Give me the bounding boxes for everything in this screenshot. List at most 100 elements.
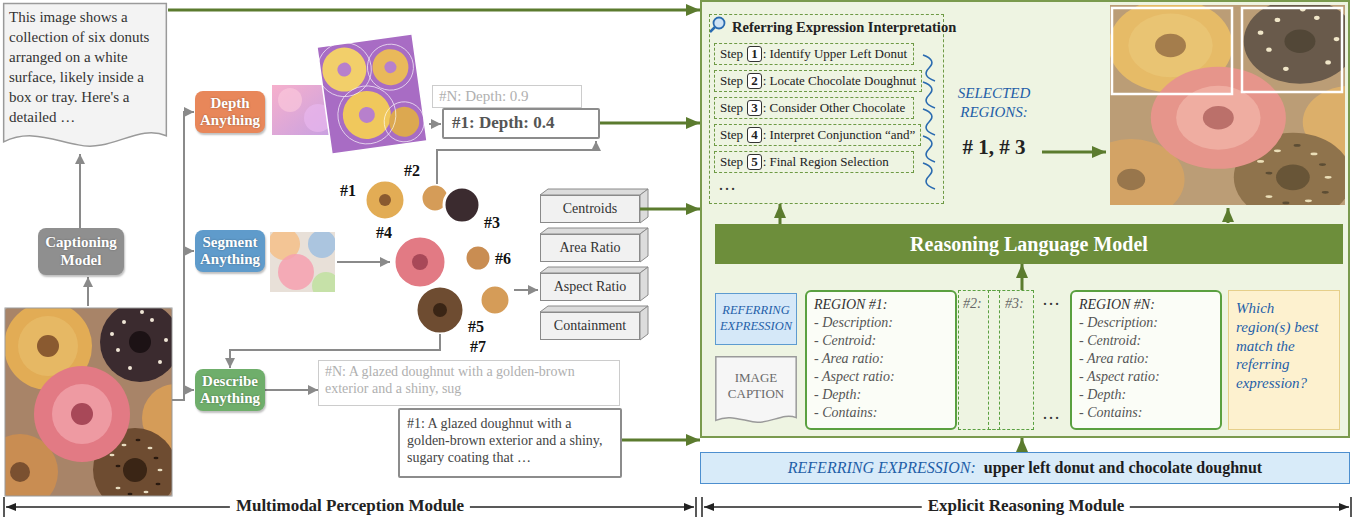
flow-line (87, 277, 89, 306)
feature-box: Containment (540, 312, 640, 340)
depth-contour-map (358, 106, 376, 124)
segment-map (270, 232, 335, 292)
region-box-text: - Description: (814, 314, 948, 332)
step-box-text: Step (720, 127, 743, 143)
region-box-text: - Aspect ratio: (814, 368, 948, 386)
magnifier-icon (710, 18, 725, 33)
feature-box-text: Aspect Ratio (554, 279, 627, 295)
feature-box: Aspect Ratio (540, 273, 640, 301)
step-box-text: 4 (747, 127, 762, 143)
step-box-text: Step (720, 73, 743, 89)
step-box: Step1: Identify Upper Left Donut (714, 43, 914, 65)
mask-cutouts (416, 286, 464, 334)
input-document-text: IMAGE CAPTION (719, 370, 793, 403)
depth-contour-map (387, 105, 421, 139)
model-bar-text: Reasoning Language Model (910, 233, 1148, 256)
step-box: Step5: Final Region Selection (714, 151, 914, 173)
connector-arrow (79, 154, 81, 228)
flow-arrow (1227, 208, 1230, 223)
connector-arrow (168, 9, 700, 12)
callout-number: #1 (340, 182, 356, 200)
box-face (540, 189, 648, 340)
model-box: Depth Anything (195, 91, 265, 133)
depth-card: #N: Depth: 0.9 (432, 85, 582, 108)
ellipsis: … (1042, 290, 1060, 310)
depth-contour-map (334, 82, 400, 148)
module-bracket (701, 497, 703, 517)
segment-map (312, 272, 335, 292)
model-bar: Reasoning Language Model (715, 224, 1343, 264)
output-photo (1110, 5, 1345, 205)
model-box: Segment Anything (195, 230, 265, 272)
model-box-text: Describe Anything (197, 373, 263, 408)
flow-arrow (1042, 152, 1228, 223)
flow-line (429, 123, 441, 125)
flow-arrow (1042, 151, 1106, 154)
step-box-text: Step (720, 100, 743, 116)
callout-number: #2 (404, 162, 420, 180)
module-bracket (3, 497, 5, 517)
result-heading: SELECTED REGIONS: (950, 84, 1038, 122)
input-box-text: REFERRING EXPRESSION (719, 303, 793, 334)
step-box-text: 1 (747, 46, 762, 62)
step-box: Step3: Consider Other Chocolate (714, 97, 914, 119)
depth-contour-map (314, 39, 375, 100)
feature-box: Area Ratio (540, 234, 640, 262)
depth-card: #1: Depth: 0.4 (442, 108, 600, 139)
region-box-text: - Contains: (814, 404, 948, 422)
step-box-text: : Consider Other Chocolate (763, 100, 906, 116)
step-box-text: : Final Region Selection (763, 154, 889, 170)
region-box: REGION #1:- Description:- Centroid:- Are… (805, 290, 957, 430)
expression-bar-text: REFERRING EXPRESSION: (788, 459, 976, 477)
region-box: #3: (988, 290, 1034, 430)
mask-cutouts (412, 254, 428, 270)
model-box-text: Captioning Model (40, 234, 122, 269)
caption-document-text: This image shows a collection of six don… (9, 8, 161, 128)
step-box-text: : Interpret Conjunction “and” (763, 127, 916, 143)
selection-box (1112, 8, 1342, 94)
module-panel: Referring Expression InterpretationStep1… (700, 0, 1350, 438)
output-photo (1110, 5, 1345, 205)
step-box: Step2: Locate Chocolate Doughnut (714, 70, 922, 92)
output-photo (1110, 5, 1345, 205)
connector-arrow (640, 208, 700, 211)
feature-box-text: Centroids (563, 201, 617, 217)
mask-cutouts (444, 187, 480, 223)
mask-cutouts (379, 194, 391, 206)
feature-box-text: Area Ratio (559, 240, 620, 256)
depth-contour-map (336, 62, 352, 78)
connector-arrow (1021, 264, 1024, 290)
callout-number: #4 (376, 224, 392, 242)
step-box-text: Step (720, 46, 743, 62)
result-value: # 1, # 3 (948, 136, 1040, 159)
flow-line (172, 112, 194, 400)
document-outline (716, 357, 796, 423)
connector-arrow (600, 122, 700, 125)
region-box-text: - Area ratio: (1079, 350, 1213, 368)
question-box: Which region(s) best match the referring… (1228, 290, 1340, 430)
step-link (923, 55, 935, 81)
module-bracket (1350, 497, 1352, 517)
depth-contour-map (340, 88, 394, 142)
model-box-text: Depth Anything (197, 95, 263, 130)
depth-contour-map (364, 41, 416, 93)
flow-line (437, 141, 596, 184)
box-face (640, 189, 648, 223)
selection-box (1242, 8, 1342, 92)
depth-card-text: #1: Depth: 0.4 (452, 113, 590, 133)
callout-number: #5 (468, 318, 484, 336)
step-box-text: 3 (747, 100, 762, 116)
region-box: #2: (958, 290, 1000, 430)
depth-contour-map (370, 47, 411, 88)
step-box-text: 2 (747, 73, 762, 89)
question-box-text: Which region(s) best match the referring… (1236, 299, 1332, 393)
region-box-text: - Aspect ratio: (1079, 368, 1213, 386)
panel-ground (700, 0, 1350, 438)
mask-cutouts (465, 245, 491, 271)
feature-box-text: Containment (554, 318, 626, 334)
input-box: REFERRING EXPRESSION (715, 293, 797, 345)
depth-contour-map (382, 99, 427, 144)
step-link (923, 163, 935, 189)
region-box-text: - Depth: (1079, 386, 1213, 404)
region-box-text: REGION #N: (1079, 296, 1213, 314)
